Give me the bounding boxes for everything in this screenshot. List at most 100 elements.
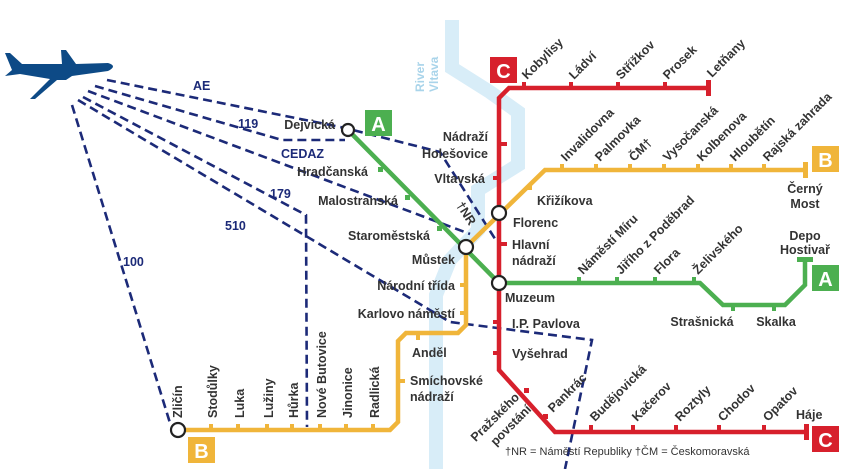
station-label[interactable]: Opatov bbox=[760, 384, 800, 424]
station-tick bbox=[399, 379, 405, 383]
station-label[interactable]: Nové Butovice bbox=[315, 331, 329, 418]
station-tick bbox=[762, 425, 766, 431]
station-label[interactable]: Křižíkova bbox=[537, 194, 594, 208]
station-label[interactable]: Holešovice bbox=[422, 147, 488, 161]
station-label[interactable]: Nádraží bbox=[443, 130, 489, 144]
station-label[interactable]: Luka bbox=[233, 388, 247, 418]
station-tick bbox=[772, 305, 776, 311]
station-label[interactable]: Malostranská bbox=[318, 194, 398, 208]
station-tick bbox=[493, 320, 499, 324]
station-label[interactable]: Želivského bbox=[690, 221, 747, 278]
station-label[interactable]: Jinonice bbox=[341, 367, 355, 418]
footnote: †NR = Náměstí Republiky †ČM = Českomorav… bbox=[505, 445, 750, 458]
station-label[interactable]: Pankrác bbox=[545, 371, 589, 415]
line-c-badge-south: C bbox=[812, 426, 839, 452]
station-label[interactable]: Radlická bbox=[368, 367, 382, 418]
station-tick bbox=[524, 388, 529, 393]
station-tick bbox=[236, 424, 240, 430]
station-tick bbox=[692, 277, 696, 283]
station-tick bbox=[653, 277, 657, 283]
station-label[interactable]: nádraží bbox=[512, 254, 556, 268]
station-label[interactable]: Lužiny bbox=[262, 378, 276, 418]
station-label[interactable]: Hostivař bbox=[780, 243, 830, 257]
station-label[interactable]: Roztyly bbox=[672, 383, 713, 424]
station-tick bbox=[318, 424, 322, 430]
station-label[interactable]: Anděl bbox=[412, 346, 447, 360]
station-tick bbox=[731, 305, 735, 311]
station-tick bbox=[577, 277, 581, 283]
station-label[interactable]: Hlavní bbox=[512, 238, 550, 252]
station-label[interactable]: Smíchovské bbox=[410, 374, 483, 388]
line-b-badge-west: B bbox=[188, 437, 215, 463]
station-label[interactable]: Zličín bbox=[171, 385, 185, 418]
zlicin-station[interactable] bbox=[169, 421, 187, 439]
line-b-badge-east: B bbox=[812, 146, 839, 172]
station-label[interactable]: Hradčanská bbox=[297, 165, 368, 179]
station-label[interactable]: Můstek bbox=[412, 253, 455, 267]
muzeum-interchange[interactable] bbox=[490, 274, 508, 292]
station-tick bbox=[594, 164, 598, 170]
station-label[interactable]: Kačerov bbox=[629, 379, 674, 424]
station-tick bbox=[662, 164, 666, 170]
station-label[interactable]: Střížkov bbox=[613, 38, 657, 82]
station-label[interactable]: Vyšehrad bbox=[512, 347, 568, 361]
station-label[interactable]: ČM† bbox=[626, 135, 655, 164]
station-tick bbox=[460, 311, 466, 315]
station-tick bbox=[696, 164, 700, 170]
letnany-terminus bbox=[706, 80, 711, 96]
station-label[interactable]: Stodůlky bbox=[206, 365, 220, 418]
station-tick bbox=[589, 425, 593, 431]
station-label[interactable]: Dejvická bbox=[284, 118, 335, 132]
florenc-interchange[interactable] bbox=[490, 204, 508, 222]
station-label[interactable]: Most bbox=[790, 197, 820, 211]
station-tick bbox=[628, 164, 632, 170]
airplane-icon bbox=[5, 50, 113, 99]
station-tick bbox=[501, 242, 507, 246]
station-label[interactable]: Strašnická bbox=[670, 315, 733, 329]
line-c-badge-north: C bbox=[490, 57, 517, 83]
station-label[interactable]: Ládví bbox=[566, 49, 599, 82]
station-tick bbox=[663, 82, 667, 88]
svg-text:C: C bbox=[818, 430, 832, 452]
bus-label-510: 510 bbox=[225, 219, 246, 233]
station-tick bbox=[416, 334, 420, 340]
bus-label-ae: AE bbox=[193, 79, 210, 93]
station-tick bbox=[527, 185, 532, 190]
station-label[interactable]: Karlovo náměstí bbox=[358, 307, 456, 321]
station-label[interactable]: Prosek bbox=[660, 43, 699, 82]
station-label[interactable]: Chodov bbox=[715, 381, 758, 424]
station-label[interactable]: Letňany bbox=[704, 36, 748, 80]
station-label[interactable]: Národní třída bbox=[377, 279, 456, 293]
station-label[interactable]: nádraží bbox=[410, 390, 454, 404]
station-label[interactable]: Muzeum bbox=[505, 291, 555, 305]
station-tick bbox=[437, 226, 442, 231]
station-tick bbox=[762, 164, 766, 170]
station-tick bbox=[493, 351, 499, 355]
station-label[interactable]: Vltavská bbox=[434, 172, 485, 186]
station-label[interactable]: Skalka bbox=[756, 315, 797, 329]
mustek-interchange[interactable] bbox=[457, 238, 475, 256]
station-label[interactable]: Kobylisy bbox=[519, 35, 566, 82]
bus-label-100: 100 bbox=[123, 255, 144, 269]
station-label[interactable]: Staroměstská bbox=[348, 229, 430, 243]
dejvicka-station[interactable] bbox=[340, 122, 356, 138]
bus-route-ae bbox=[106, 78, 499, 243]
station-label[interactable]: Háje bbox=[796, 408, 822, 422]
station-label[interactable]: Černý bbox=[787, 181, 822, 196]
station-tick bbox=[560, 164, 564, 170]
depo-hostivar-terminus bbox=[797, 257, 813, 262]
station-tick bbox=[569, 82, 573, 88]
station-tick bbox=[378, 167, 383, 172]
bus-label-cedaz: CEDAZ bbox=[281, 147, 324, 161]
svg-text:C: C bbox=[496, 61, 510, 83]
station-label[interactable]: Hůrka bbox=[287, 382, 301, 418]
haje-terminus bbox=[804, 424, 809, 440]
station-label[interactable]: Flora bbox=[651, 245, 683, 277]
station-label[interactable]: Depo bbox=[789, 229, 821, 243]
station-tick bbox=[501, 142, 507, 146]
station-label[interactable]: Florenc bbox=[513, 216, 558, 230]
station-tick bbox=[460, 283, 466, 287]
svg-text:A: A bbox=[371, 114, 385, 136]
station-label[interactable]: I.P. Pavlova bbox=[512, 317, 581, 331]
